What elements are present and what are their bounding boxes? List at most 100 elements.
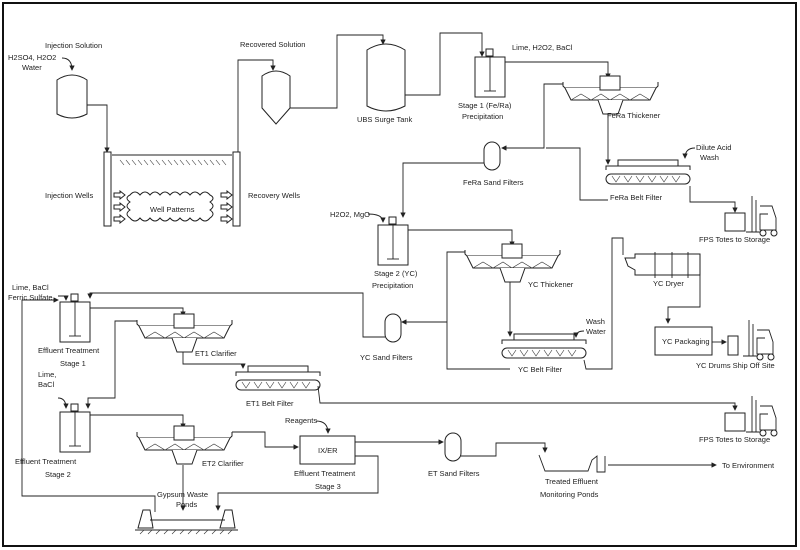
recovery-tank xyxy=(261,70,291,125)
yc-dryer xyxy=(624,252,701,278)
stage2-precipitation-tank xyxy=(377,216,409,266)
yc-thickener-label: YC Thickener xyxy=(528,280,574,289)
to-environment-label: To Environment xyxy=(722,461,775,470)
pipe-to-packaging xyxy=(665,275,701,324)
fps-totes-1-label: FPS Totes to Storage xyxy=(699,235,770,244)
pipe-to-stage1 xyxy=(405,32,485,96)
yc-dryer-label: YC Dryer xyxy=(653,279,684,288)
forklift-icon xyxy=(742,319,775,361)
pipe-thickener-overflow xyxy=(501,83,563,151)
ubs-surge-tank xyxy=(366,43,406,112)
pipe-belt-filtrate xyxy=(546,147,608,201)
injection-tank xyxy=(56,74,88,119)
yc-packaging-label: YC Packaging xyxy=(662,337,710,346)
treated-effluent-label-2: Monitoring Ponds xyxy=(540,490,599,499)
fera-sand-filters-label: FeRa Sand Filters xyxy=(463,178,524,187)
forklift-icon xyxy=(745,395,778,437)
et-stage3-label: Effluent Treatment xyxy=(294,469,356,478)
et1-reagent-arrow xyxy=(58,295,69,301)
gypsum-label: Gypsum Waste xyxy=(157,490,208,499)
fera-belt-filter xyxy=(605,159,691,185)
stage1-label-2: Precipitation xyxy=(462,112,503,121)
stage1-label: Stage 1 (Fe/Ra) xyxy=(458,101,512,110)
flow-arrows xyxy=(113,189,233,225)
et-stage2-tank xyxy=(59,403,91,453)
wash-water-label: Wash xyxy=(586,317,605,326)
gypsum-waste-ponds xyxy=(135,509,238,535)
dilute-acid-arrow xyxy=(682,147,696,159)
well-patterns-label: Well Patterns xyxy=(150,205,195,214)
et-stage2-label: Effluent Treatment xyxy=(15,457,77,466)
et2-reagent-arrow xyxy=(57,397,69,409)
pipe-to-surge xyxy=(290,34,386,109)
et2-reagents-label: Lime, xyxy=(38,370,56,379)
yc-drums-label: YC Drums Ship Off Site xyxy=(696,361,775,370)
et-sand-filters-label: ET Sand Filters xyxy=(428,469,480,478)
et2-reagents-label-2: BaCl xyxy=(38,380,55,389)
injection-feed-arrow xyxy=(61,57,75,71)
et2-clarifier-label: ET2 Clarifier xyxy=(202,459,244,468)
yc-packaging-box xyxy=(654,326,713,356)
ubs-surge-tank-label: UBS Surge Tank xyxy=(357,115,413,124)
dilute-acid-label: Dilute Acid xyxy=(696,143,731,152)
yc-belt-filter-label: YC Belt Filter xyxy=(518,365,563,374)
wash-water-arrow xyxy=(573,330,585,338)
stage2-label: Stage 2 (YC) xyxy=(374,269,418,278)
reagents-label: Reagents xyxy=(285,416,317,425)
et1-clarifier-label: ET1 Clarifier xyxy=(195,349,237,358)
et1-belt-filter-label: ET1 Belt Filter xyxy=(246,399,294,408)
pipe-gypsum-return xyxy=(21,297,156,512)
yc-sand-filter xyxy=(384,313,402,343)
fera-sand-filter xyxy=(483,141,501,171)
recovery-wells-label: Recovery Wells xyxy=(248,191,300,200)
et1-belt-filter xyxy=(235,365,321,391)
fps-totes-2-label: FPS Totes to Storage xyxy=(699,435,770,444)
treated-effluent-label: Treated Effluent xyxy=(545,477,599,486)
pipe-ixer-to-gypsum xyxy=(215,455,379,511)
stage1-precipitation-tank xyxy=(474,48,506,98)
pipe-to-yc-thickener xyxy=(408,229,515,247)
recovery-wells xyxy=(232,151,241,227)
stage2-reagent-arrow xyxy=(367,213,386,223)
et-stage3-label-2: Stage 3 xyxy=(315,482,341,491)
ground-hatch xyxy=(119,159,227,166)
wash-water-label-2: Water xyxy=(586,327,606,336)
pipe-to-ixer xyxy=(232,431,299,450)
yc-belt-filter xyxy=(501,333,587,359)
stage1-reagents-label: Lime, H2O2, BaCl xyxy=(512,43,573,52)
pipe-yc-overflow xyxy=(446,251,510,370)
yc-sand-filters-label: YC Sand Filters xyxy=(360,353,413,362)
fera-thickener-label: FeRa Thickener xyxy=(607,111,661,120)
et1-reagents-label-2: Ferric Sulfate xyxy=(8,293,53,302)
stage2-reagents-label: H2O2, MgO xyxy=(330,210,370,219)
et-stage2-label-2: Stage 2 xyxy=(45,470,71,479)
dilute-acid-label-2: Wash xyxy=(700,153,719,162)
et-stage1-label-2: Stage 1 xyxy=(60,359,86,368)
gypsum-label-2: Ponds xyxy=(176,500,198,509)
pipe-to-et1-clarifier xyxy=(90,307,186,317)
recovered-solution-label: Recovered Solution xyxy=(240,40,305,49)
et-sand-filter xyxy=(444,432,462,462)
pipe-to-stage2 xyxy=(400,162,484,218)
pipe-recovered xyxy=(237,59,276,152)
monitoring-ponds xyxy=(538,454,606,473)
fera-belt-filter-label: FeRa Belt Filter xyxy=(610,193,663,202)
pipe-to-et-stage1 xyxy=(87,292,385,338)
pipe-to-et2-clarifier xyxy=(90,414,186,429)
injection-reagents-label: H2SO4, H2O2 xyxy=(8,53,56,62)
pipe-injection xyxy=(87,104,110,153)
ixer-label: IX/ER xyxy=(318,446,338,455)
fps-tote-1 xyxy=(724,212,746,232)
et-stage1-label: Effluent Treatment xyxy=(38,346,100,355)
injection-solution-label: Injection Solution xyxy=(45,41,102,50)
stage2-label-2: Precipitation xyxy=(372,281,413,290)
forklift-icon xyxy=(745,195,778,237)
yc-drums xyxy=(727,335,739,356)
pipe-to-fps-totes-1 xyxy=(689,186,738,213)
injection-water-label: Water xyxy=(22,63,42,72)
reagents-arrow xyxy=(315,420,331,434)
yc-thickener xyxy=(464,243,561,283)
pipe-to-ponds xyxy=(461,442,548,457)
injection-wells xyxy=(103,151,112,227)
